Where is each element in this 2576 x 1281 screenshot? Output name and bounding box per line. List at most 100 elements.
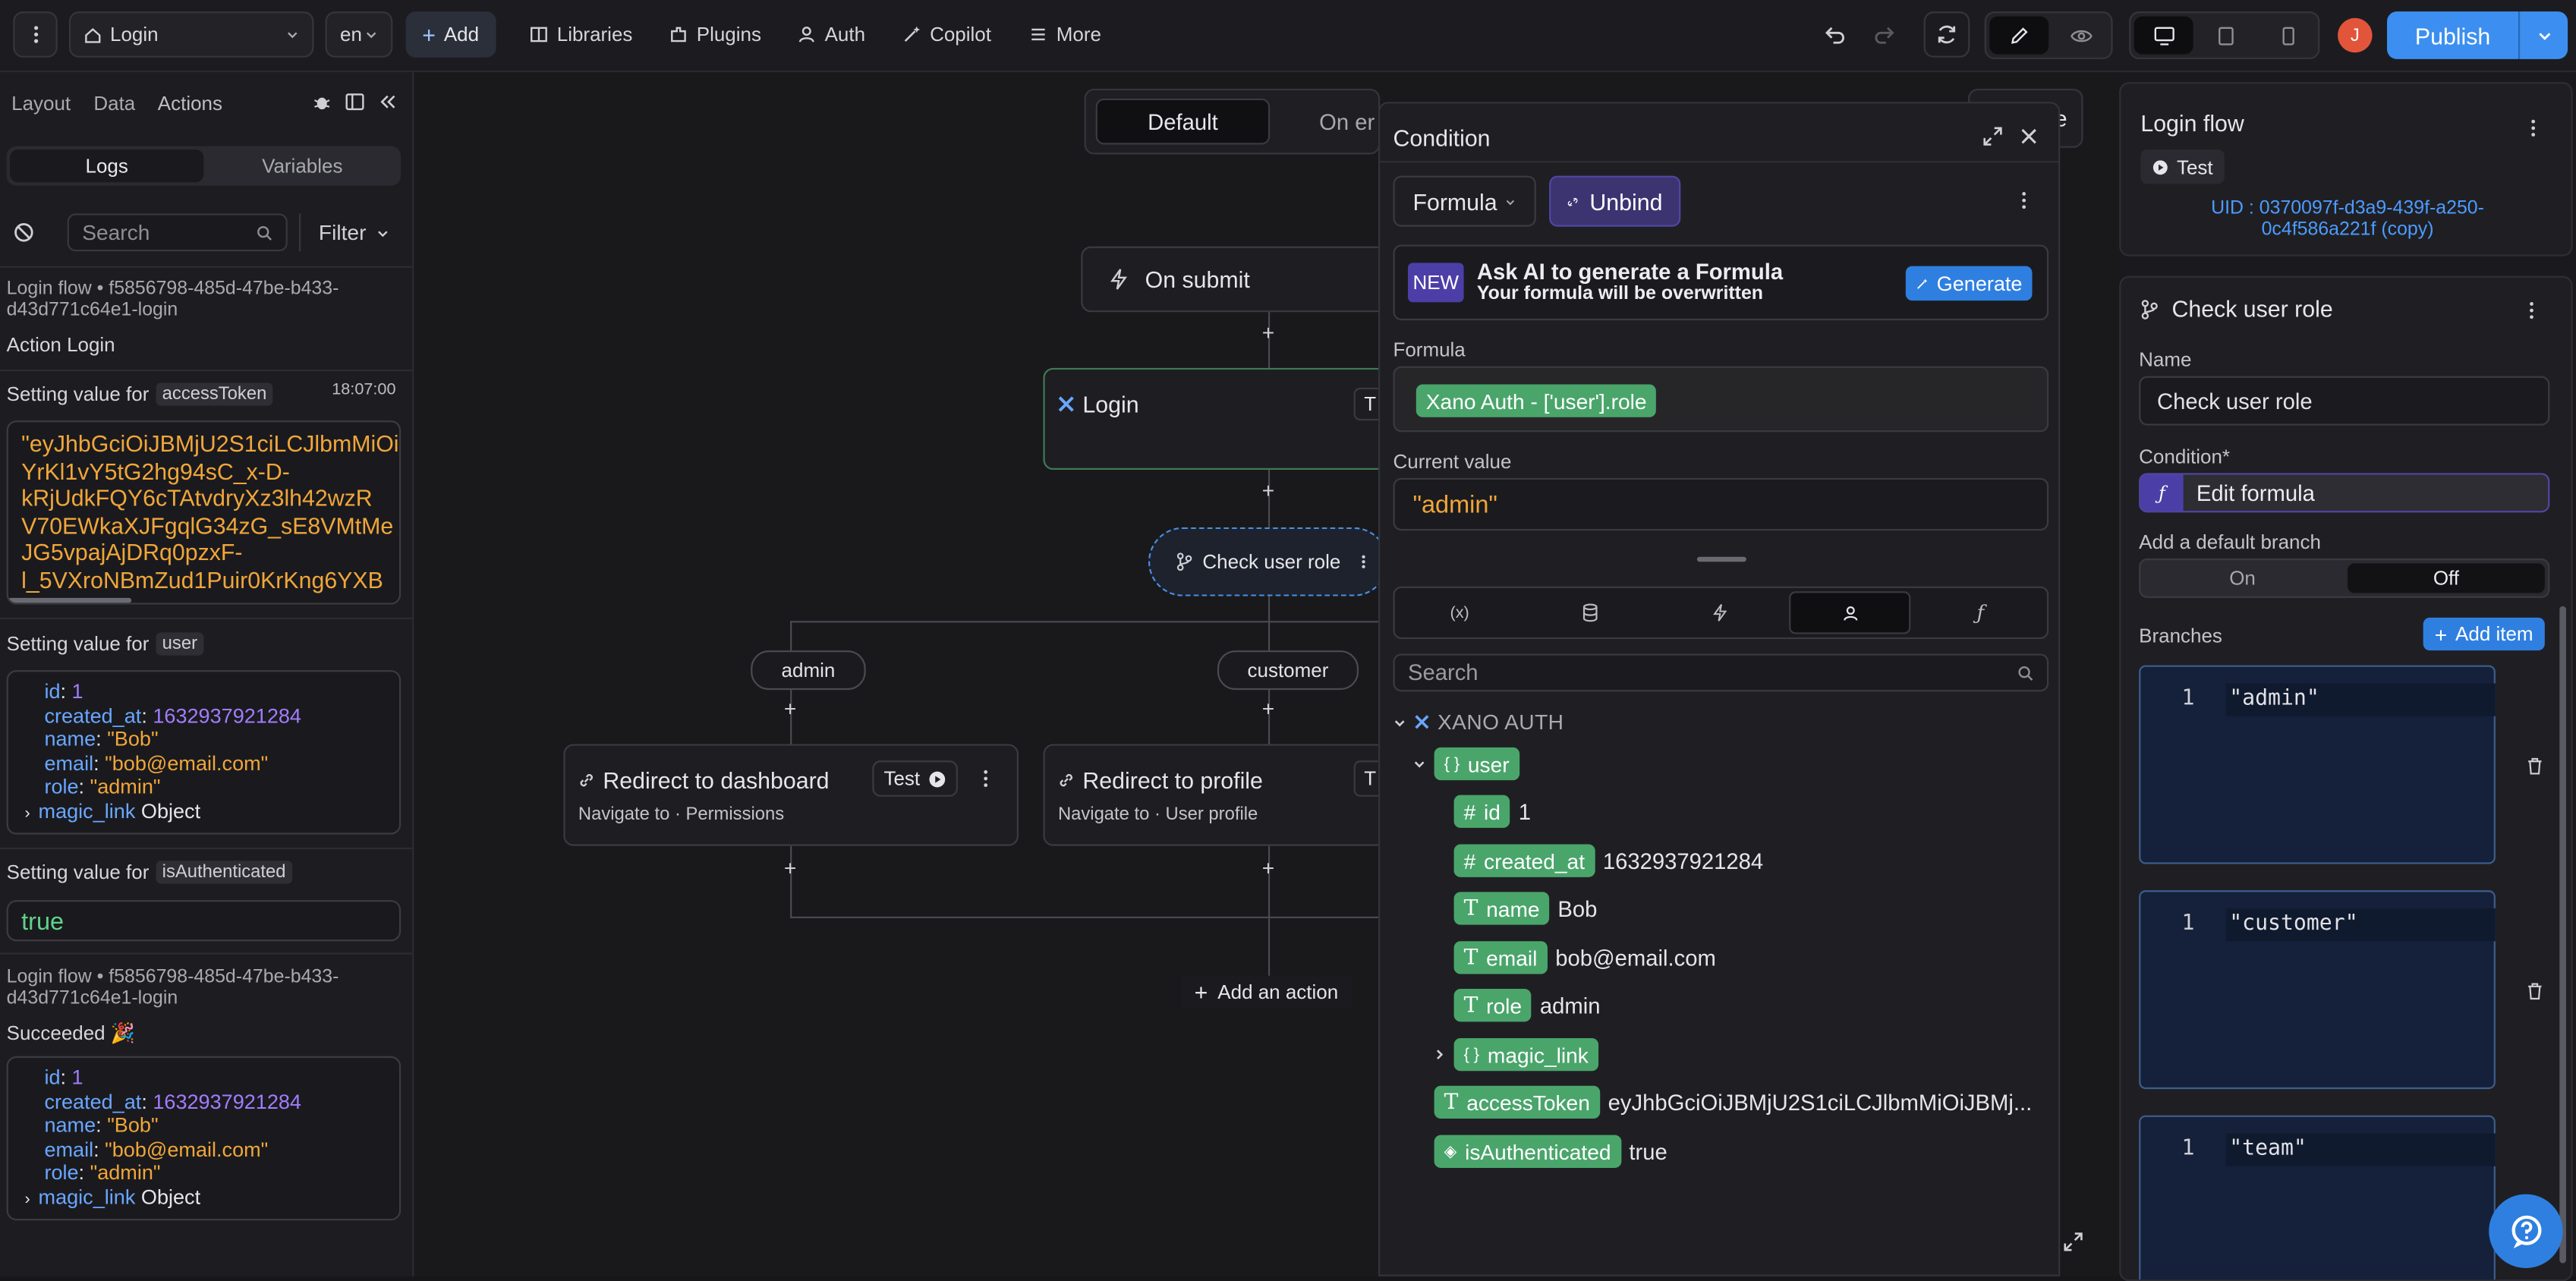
add-step-button[interactable]: + (1261, 320, 1275, 345)
auth-value-box[interactable]: true (6, 900, 402, 942)
login-action-node[interactable]: Login T (1043, 367, 1389, 471)
resize-handle[interactable] (1696, 556, 1746, 562)
plugins-button[interactable]: Plugins (659, 11, 771, 58)
check-user-role-node[interactable]: Check user role (1148, 527, 1389, 596)
branch-editor-team[interactable]: 1 "team" (2139, 1115, 2496, 1280)
clear-logs-button[interactable] (13, 222, 34, 243)
name-input[interactable]: Check user role (2139, 376, 2550, 426)
copilot-button[interactable]: Copilot (892, 11, 1001, 58)
formula-mode-select[interactable]: Formula (1393, 175, 1536, 227)
unbind-button[interactable]: Unbind (1549, 175, 1681, 227)
language-select[interactable]: en (325, 11, 393, 58)
log-search-input[interactable]: Search (67, 213, 288, 252)
tab-layout[interactable]: Layout (11, 92, 71, 115)
redo-button[interactable] (1873, 23, 1896, 46)
publish-options-button[interactable] (2518, 11, 2568, 59)
kebab-icon[interactable] (2530, 118, 2537, 138)
trash-icon[interactable] (2527, 982, 2543, 1000)
tab-formulas[interactable]: ƒ (1914, 588, 2047, 637)
add-button[interactable]: + Add (405, 11, 496, 58)
add-step-button[interactable]: + (783, 696, 797, 722)
page-select[interactable]: Login (68, 11, 314, 58)
result-value-box[interactable]: id: 1 created_at: 1632937921284 name: "B… (6, 1056, 402, 1221)
auth-button[interactable]: Auth (787, 11, 875, 58)
tree-item-created-at[interactable]: #created_at 1632937921284 (1453, 844, 1763, 877)
panel-layout-button[interactable] (345, 92, 365, 112)
undo-button[interactable] (1824, 23, 1847, 46)
tab-auth[interactable] (1789, 591, 1911, 634)
tablet-view-button[interactable] (2197, 17, 2256, 55)
expand-panel-button[interactable] (1983, 127, 2003, 146)
avatar[interactable]: J (2338, 17, 2373, 53)
tree-search-input[interactable]: Search (1393, 653, 2049, 692)
add-step-button[interactable]: + (1261, 477, 1275, 503)
add-step-button[interactable]: + (1261, 696, 1275, 722)
branch-editor-customer[interactable]: 1 "customer" (2139, 890, 2496, 1090)
branch-editor-admin[interactable]: 1 "admin" (2139, 665, 2496, 864)
tab-on-error[interactable]: On er (1319, 110, 1375, 135)
tab-variables[interactable]: (x) (1395, 588, 1525, 637)
vertical-scrollbar[interactable] (2559, 606, 2566, 1264)
logs-tab[interactable]: Logs (9, 149, 204, 183)
branch-pill-admin[interactable]: admin (751, 650, 866, 691)
edit-mode-button[interactable] (1989, 16, 2049, 55)
branch-pill-customer[interactable]: customer (1217, 650, 1359, 691)
tree-root-xano-auth[interactable]: XANO AUTH (1393, 710, 1564, 735)
formula-editor[interactable]: Xano Auth - ['user'].role (1393, 366, 2049, 433)
close-panel-button[interactable] (2019, 127, 2039, 146)
add-step-button[interactable]: + (1261, 855, 1275, 881)
add-item-button[interactable]: + Add item (2423, 617, 2545, 651)
plus-icon: + (2434, 622, 2448, 647)
expand-canvas-button[interactable] (2064, 1232, 2083, 1251)
refresh-button[interactable] (1923, 11, 1970, 58)
user-value-box[interactable]: id: 1 created_at: 1632937921284 name: "B… (6, 670, 402, 835)
tree-item-id[interactable]: #id 1 (1453, 795, 1531, 828)
tab-data[interactable]: Data (93, 92, 136, 115)
default-branch-on[interactable]: On (2229, 566, 2256, 590)
horizontal-scrollbar[interactable] (8, 597, 132, 603)
token-value-box[interactable]: "eyJhbGciOiJBMjU2S1ciLCJlbmMiOiJBMjU YrK… (6, 420, 402, 605)
collapse-panel-button[interactable] (378, 92, 398, 112)
redirect-profile-node[interactable]: Redirect to profile Navigate to · User p… (1043, 744, 1389, 846)
libraries-button[interactable]: Libraries (519, 11, 642, 58)
tab-collections[interactable] (1525, 588, 1655, 637)
more-button[interactable]: More (1019, 11, 1111, 58)
flow-uid[interactable]: UID : 0370097f-d3a9-439f-a250- 0c4f586a2… (2121, 199, 2574, 241)
mobile-view-button[interactable] (2259, 17, 2318, 55)
generate-button[interactable]: Generate (1905, 266, 2033, 301)
kebab-icon[interactable] (2020, 190, 2027, 210)
add-action-button[interactable]: + Add an action (1181, 975, 1352, 1009)
desktop-view-button[interactable] (2134, 16, 2193, 55)
edit-formula-button[interactable]: ƒ Edit formula (2139, 473, 2550, 513)
trash-icon[interactable] (2527, 757, 2543, 776)
default-branch-off[interactable]: Off (2348, 563, 2545, 593)
tree-item-magic-link[interactable]: { }magic_link (1432, 1037, 1598, 1072)
redirect-dashboard-node[interactable]: Redirect to dashboard Navigate to · Perm… (563, 744, 1019, 846)
settings-button[interactable] (312, 92, 332, 112)
chevron-right-icon[interactable]: › (24, 1191, 30, 1210)
tab-default[interactable]: Default (1095, 98, 1271, 145)
help-chat-button[interactable] (2489, 1194, 2563, 1268)
filter-button[interactable]: Filter (319, 220, 389, 245)
on-submit-trigger[interactable]: On submit (1081, 246, 1393, 313)
add-step-button[interactable]: + (783, 855, 797, 881)
kebab-icon[interactable] (982, 769, 989, 788)
flow-test-button[interactable]: Test (2140, 149, 2225, 184)
kebab-icon[interactable] (2528, 301, 2535, 320)
tab-workflows[interactable] (1655, 588, 1784, 637)
preview-mode-button[interactable] (2052, 17, 2111, 55)
test-dashboard-button[interactable]: Test (872, 760, 958, 797)
main-menu-button[interactable] (13, 11, 58, 58)
tree-item-is-authenticated[interactable]: ◈isAuthenticated true (1434, 1135, 1667, 1168)
kebab-icon[interactable] (1360, 553, 1367, 570)
chevron-right-icon[interactable]: › (24, 804, 30, 823)
variables-tab[interactable]: Variables (262, 154, 343, 178)
tree-item-user[interactable]: { }user (1412, 747, 1519, 781)
tab-actions[interactable]: Actions (157, 92, 222, 115)
current-value-box: "admin" (1393, 477, 2049, 531)
publish-button[interactable]: Publish (2387, 11, 2519, 59)
